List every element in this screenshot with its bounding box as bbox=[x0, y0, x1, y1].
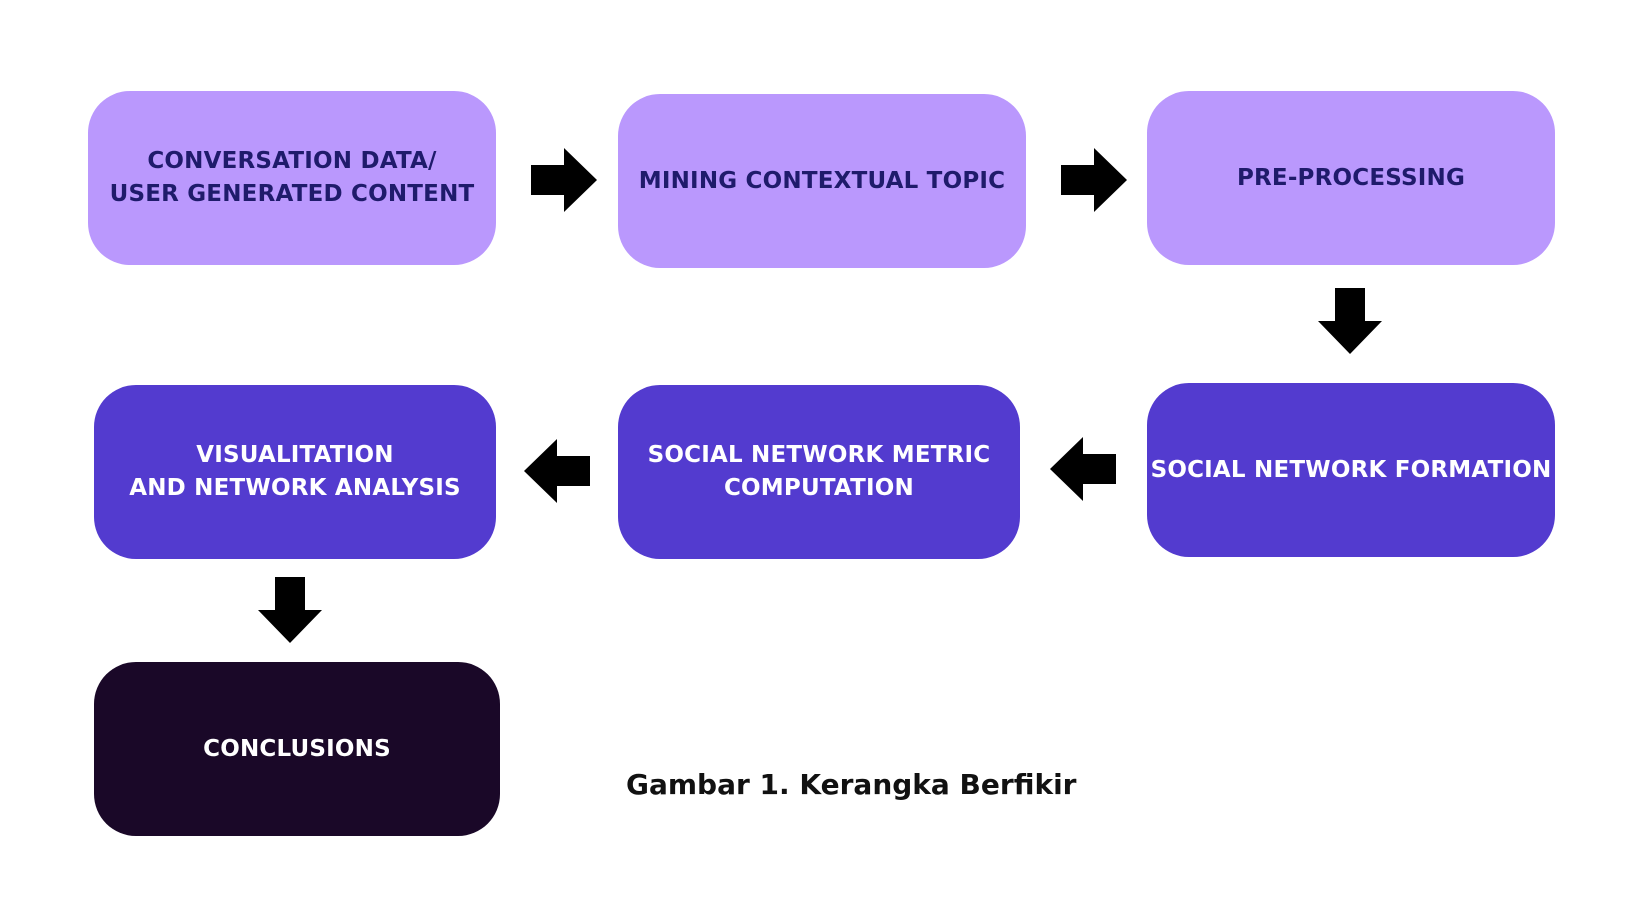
box-label-line: COMPUTATION bbox=[723, 475, 914, 501]
arrow-down-icon bbox=[258, 577, 322, 643]
box-label-line: SOCIAL NETWORK FORMATION bbox=[1150, 456, 1552, 483]
box-conclusions: CONCLUSIONS bbox=[94, 662, 500, 836]
arrow-left-icon bbox=[524, 439, 590, 503]
box-label-line: VISUALITATION bbox=[196, 442, 394, 468]
arrow-right-icon bbox=[1061, 148, 1127, 212]
box-label-line: SOCIAL NETWORK METRIC bbox=[647, 442, 991, 468]
box-visualitation: VISUALITATION AND NETWORK ANALYSIS bbox=[94, 385, 496, 559]
box-conversation-data: CONVERSATION DATA/ USER GENERATED CONTEN… bbox=[88, 91, 496, 265]
box-label-line: PRE-PROCESSING bbox=[1236, 164, 1466, 191]
arrow-left-icon bbox=[1050, 437, 1116, 501]
box-label-line: MINING CONTEXTUAL TOPIC bbox=[638, 167, 1006, 194]
box-mining-contextual-topic: MINING CONTEXTUAL TOPIC bbox=[618, 94, 1026, 268]
box-social-network-metric: SOCIAL NETWORK METRIC COMPUTATION bbox=[618, 385, 1020, 559]
box-pre-processing: PRE-PROCESSING bbox=[1147, 91, 1555, 265]
box-social-network-formation: SOCIAL NETWORK FORMATION bbox=[1147, 383, 1555, 557]
box-label-line: USER GENERATED CONTENT bbox=[109, 181, 475, 207]
figure-caption: Gambar 1. Kerangka Berfikir bbox=[626, 768, 1077, 801]
arrow-down-icon bbox=[1318, 288, 1382, 354]
box-label-line: AND NETWORK ANALYSIS bbox=[129, 475, 461, 501]
box-label-line: CONVERSATION DATA/ bbox=[147, 148, 437, 174]
arrow-right-icon bbox=[531, 148, 597, 212]
box-label-line: CONCLUSIONS bbox=[203, 735, 391, 762]
